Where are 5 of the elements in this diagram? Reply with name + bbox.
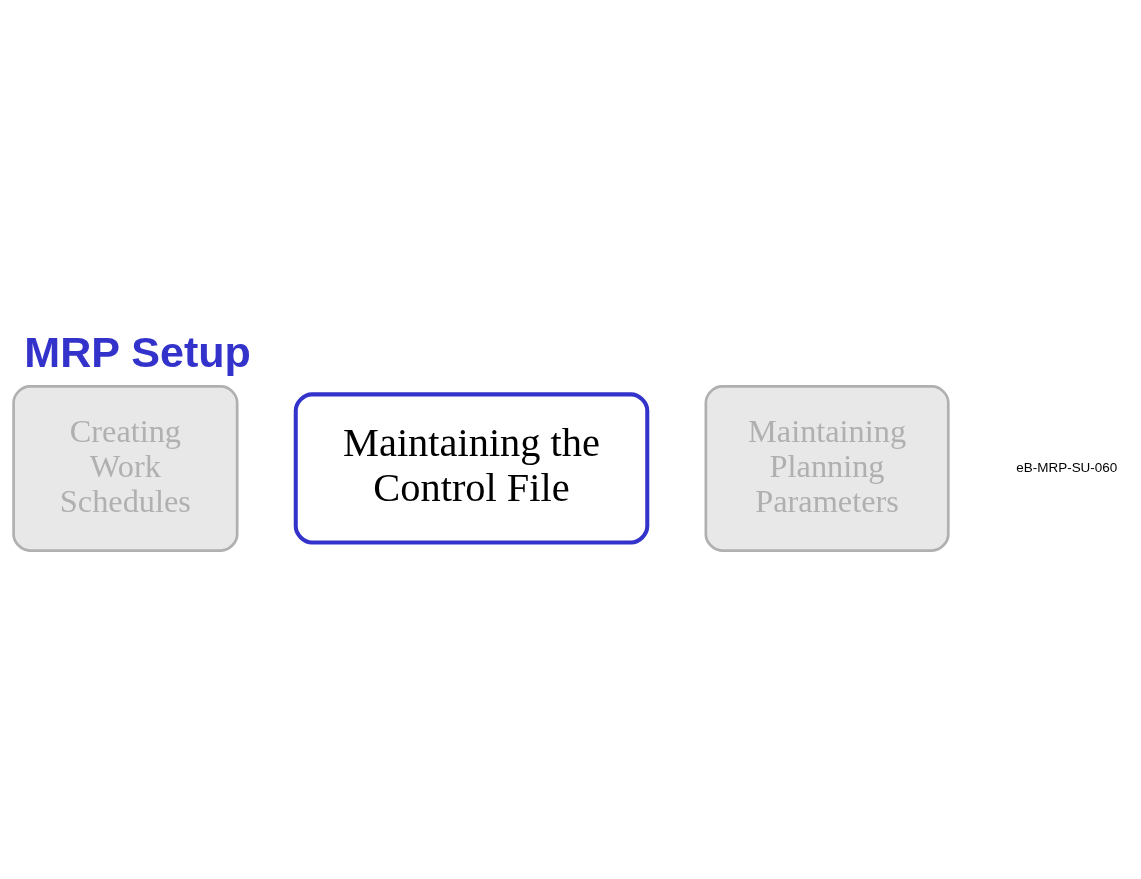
node-box: Maintaining Planning Parameters — [704, 384, 950, 552]
diagram-title: MRP Setup — [24, 327, 251, 376]
label: eB-MRP-SU-060 — [1016, 459, 1118, 475]
node-box: Creating Work Schedules — [12, 384, 239, 552]
node-box: Maintaining the Control File — [293, 392, 650, 545]
